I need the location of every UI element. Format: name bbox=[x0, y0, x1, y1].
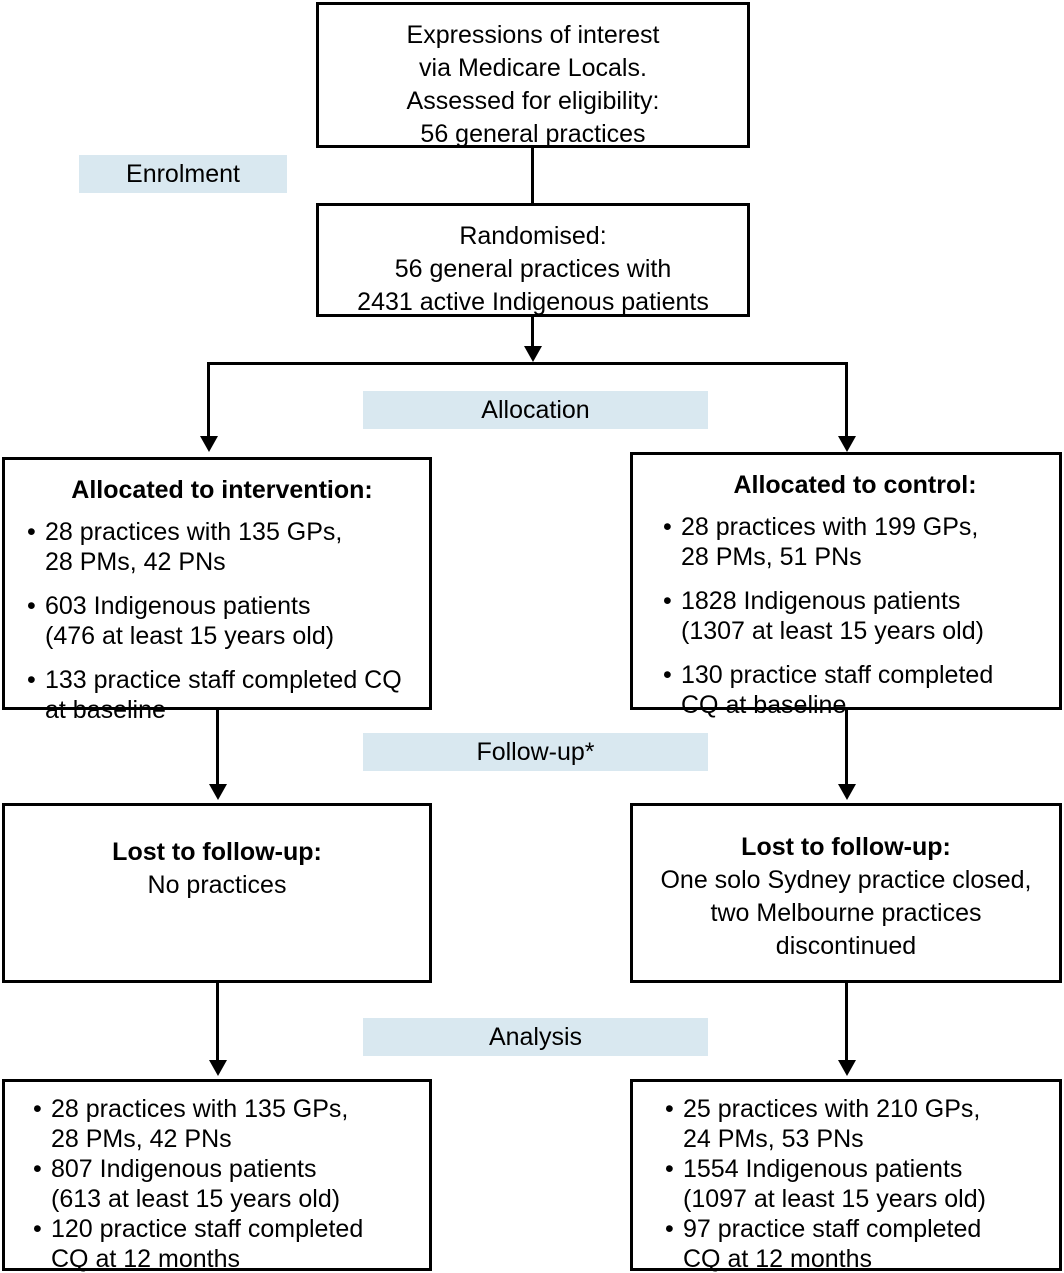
list-item: 807 Indigenous patients (613 at least 15… bbox=[33, 1154, 417, 1214]
lost-intervention-line-1: No practices bbox=[147, 871, 287, 899]
connector-eligibility-to-randomised bbox=[531, 148, 534, 205]
randomised-line-1: Randomised: bbox=[459, 222, 607, 250]
lost-control-line-2: two Melbourne practices bbox=[710, 899, 982, 927]
band-followup: Follow-up* bbox=[363, 733, 708, 771]
box-allocated-intervention: Allocated to intervention: 28 practices … bbox=[2, 457, 432, 724]
arrow-randomised-down bbox=[524, 346, 542, 362]
allocated-control-title: Allocated to control: bbox=[733, 471, 977, 499]
list-item: 28 practices with 135 GPs, 28 PMs, 42 PN… bbox=[33, 1094, 417, 1154]
analysed-intervention-list: 28 practices with 135 GPs, 28 PMs, 42 PN… bbox=[33, 1094, 417, 1273]
arrow-split-left bbox=[200, 436, 218, 452]
box-allocated-control: Allocated to control: 28 practices with … bbox=[630, 452, 1062, 719]
band-followup-label: Follow-up* bbox=[476, 737, 595, 766]
connector-split-right bbox=[845, 362, 848, 441]
eligibility-line-4: 56 general practices bbox=[420, 120, 646, 148]
band-analysis: Analysis bbox=[363, 1018, 708, 1056]
arrow-lost-intervention-to-analysis bbox=[209, 1060, 227, 1076]
band-allocation-label: Allocation bbox=[481, 395, 590, 424]
connector-split-left bbox=[207, 362, 210, 441]
box-randomised: Randomised: 56 general practices with 24… bbox=[316, 203, 750, 317]
band-enrolment: Enrolment bbox=[79, 155, 287, 193]
arrow-lost-control-to-analysis bbox=[838, 1060, 856, 1076]
connector-control-to-lost bbox=[845, 710, 848, 788]
arrow-intervention-to-lost bbox=[209, 784, 227, 800]
band-enrolment-label: Enrolment bbox=[126, 159, 240, 188]
lost-control-line-3: discontinued bbox=[775, 932, 917, 960]
list-item: 133 practice staff completed CQ at basel… bbox=[27, 665, 417, 725]
connector-randomised-down bbox=[531, 317, 534, 357]
list-item: 1828 Indigenous patients (1307 at least … bbox=[663, 586, 1047, 646]
box-eligibility: Expressions of interest via Medicare Loc… bbox=[316, 2, 750, 148]
box-analysed-control: 25 practices with 210 GPs, 24 PMs, 53 PN… bbox=[630, 1079, 1062, 1273]
lost-control-line-1: One solo Sydney practice closed, bbox=[660, 866, 1032, 894]
list-item: 97 practice staff completed CQ at 12 mon… bbox=[665, 1214, 1047, 1273]
arrow-split-right bbox=[838, 436, 856, 452]
list-item: 28 practices with 135 GPs, 28 PMs, 42 PN… bbox=[27, 517, 417, 577]
eligibility-line-2: via Medicare Locals. bbox=[419, 54, 647, 82]
arrow-control-to-lost bbox=[838, 784, 856, 800]
band-allocation: Allocation bbox=[363, 391, 708, 429]
lost-intervention-title: Lost to follow-up: bbox=[112, 838, 322, 866]
connector-allocation-split bbox=[207, 362, 848, 365]
list-item: 130 practice staff completed CQ at basel… bbox=[663, 660, 1047, 720]
list-item: 603 Indigenous patients (476 at least 15… bbox=[27, 591, 417, 651]
connector-lost-intervention-to-analysis bbox=[216, 983, 219, 1063]
band-analysis-label: Analysis bbox=[488, 1022, 583, 1051]
lost-control-title: Lost to follow-up: bbox=[741, 833, 951, 861]
list-item: 28 practices with 199 GPs, 28 PMs, 51 PN… bbox=[663, 512, 1047, 572]
eligibility-line-3: Assessed for eligibility: bbox=[406, 87, 660, 115]
allocated-intervention-list: 28 practices with 135 GPs, 28 PMs, 42 PN… bbox=[27, 517, 417, 725]
box-analysed-intervention: 28 practices with 135 GPs, 28 PMs, 42 PN… bbox=[2, 1079, 432, 1273]
list-item: 1554 Indigenous patients (1097 at least … bbox=[665, 1154, 1047, 1214]
analysed-control-list: 25 practices with 210 GPs, 24 PMs, 53 PN… bbox=[665, 1094, 1047, 1273]
connector-intervention-to-lost bbox=[216, 710, 219, 788]
list-item: 25 practices with 210 GPs, 24 PMs, 53 PN… bbox=[665, 1094, 1047, 1154]
box-lost-intervention: Lost to follow-up: No practices bbox=[2, 803, 432, 983]
allocated-intervention-title: Allocated to intervention: bbox=[71, 476, 373, 504]
list-item: 120 practice staff completed CQ at 12 mo… bbox=[33, 1214, 417, 1273]
eligibility-line-1: Expressions of interest bbox=[406, 21, 660, 49]
allocated-control-list: 28 practices with 199 GPs, 28 PMs, 51 PN… bbox=[663, 512, 1047, 720]
randomised-line-3: 2431 active Indigenous patients bbox=[357, 288, 709, 316]
box-lost-control: Lost to follow-up: One solo Sydney pract… bbox=[630, 803, 1062, 983]
randomised-line-2: 56 general practices with bbox=[394, 255, 672, 283]
connector-lost-control-to-analysis bbox=[845, 983, 848, 1063]
